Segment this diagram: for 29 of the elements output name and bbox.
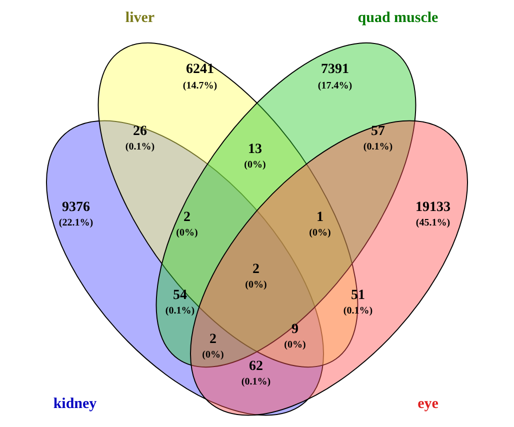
- region-count: 9376: [62, 200, 90, 216]
- region-percent: (0%): [202, 350, 224, 360]
- region-percent: (0%): [245, 280, 267, 290]
- region-count: 19133: [416, 200, 450, 216]
- region-percent: (17.4%): [318, 80, 352, 92]
- region-percent: (0%): [244, 160, 266, 170]
- region-percent: (0.1%): [241, 376, 271, 388]
- region-percent: (0.1%): [363, 142, 393, 152]
- region-percent: (0%): [309, 228, 331, 238]
- region-count: 6241: [186, 62, 214, 78]
- region-count: 9: [292, 322, 298, 338]
- region-count: 13: [248, 142, 262, 158]
- region-percent: (0%): [176, 228, 198, 238]
- region-percent: (0.1%): [343, 306, 373, 316]
- region-count: 26: [133, 124, 147, 140]
- region-percent: (45.1%): [416, 218, 450, 228]
- region-count: 51: [351, 288, 365, 304]
- region-count: 2: [252, 262, 260, 278]
- region-percent: (0.1%): [165, 306, 195, 316]
- region-percent: (14.7%): [182, 80, 218, 92]
- region-count: 62: [249, 359, 263, 375]
- region-count: 2: [210, 332, 216, 348]
- region-percent: (0%): [284, 340, 306, 350]
- region-percent: (0.1%): [125, 142, 155, 152]
- region-count: 1: [316, 210, 324, 226]
- region-count: 2: [184, 210, 190, 226]
- region-count: 54: [173, 288, 187, 304]
- region-percent: (22.1%): [58, 218, 94, 228]
- region-count: 7391: [321, 62, 349, 78]
